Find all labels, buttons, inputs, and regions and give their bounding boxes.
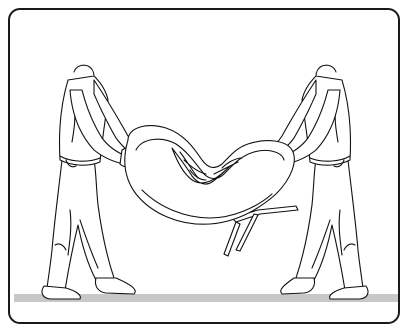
- right-person-legs: [295, 159, 364, 291]
- right-person-shoe-front: [280, 277, 316, 295]
- left-person-shoe-front: [94, 277, 136, 295]
- left-person-shoe-back: [41, 285, 81, 300]
- right-person-shoe-back: [329, 285, 369, 300]
- illustration-frame: [8, 8, 400, 324]
- floor-strip: [14, 294, 398, 302]
- seat-support-rod: [223, 221, 241, 257]
- car-seat: [124, 125, 299, 257]
- left-person-legs: [46, 159, 115, 291]
- seat-shell: [124, 125, 295, 225]
- installation-illustration: [14, 64, 398, 302]
- seat-pad: [171, 147, 231, 185]
